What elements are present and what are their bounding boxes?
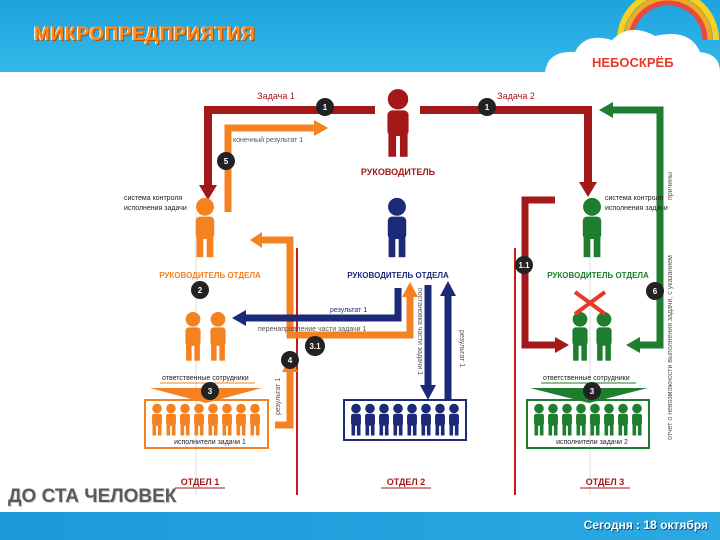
- redirect-label: перенаправление части задачи 1: [258, 326, 366, 333]
- final-result-label: конечный результат 1: [233, 136, 303, 144]
- dept2-head-label: РУКОВОДИТЕЛЬ ОТДЕЛА: [347, 271, 449, 280]
- badge-11: 1.1: [518, 261, 530, 270]
- footer-bar: [0, 512, 720, 540]
- reasons-label: причины: [667, 172, 674, 200]
- dept3-label: ОТДЕЛ 3: [586, 477, 625, 487]
- task1-arrow: [204, 106, 375, 185]
- control-label-1b: исполнения задачи: [124, 205, 187, 212]
- task1-label: Задача 1: [257, 91, 295, 101]
- header-decoration: [545, 0, 720, 72]
- dept1-head-figure: [195, 197, 215, 258]
- dept1-head-label: РУКОВОДИТЕЛЬ ОТДЕЛА: [159, 271, 261, 280]
- dept1-responsible: [185, 311, 226, 361]
- dept1-executors-box: [144, 399, 269, 449]
- final-result-arrow: [224, 124, 315, 212]
- report-arrow: [612, 106, 664, 349]
- dept3-responsible: [572, 311, 612, 361]
- task2-arrow: [420, 106, 592, 182]
- dept1-executors: [152, 403, 260, 436]
- dept2-head-figure: [387, 197, 407, 258]
- report-up-arrow: [275, 372, 294, 429]
- badge-1a: 1: [323, 103, 328, 112]
- badge-3b: 3: [590, 387, 595, 396]
- task2-label: Задача 2: [497, 91, 535, 101]
- dept3-head-figure: [582, 197, 602, 258]
- badge-1b: 1: [485, 103, 490, 112]
- brand-logo: НЕБОСКРЁБ: [592, 55, 674, 70]
- badge-2: 2: [198, 286, 203, 295]
- setting-label: постановка части задачи 1: [416, 288, 423, 375]
- step-badges: 1 1 5 2 3.1 4 3 3 1.1 6: [191, 98, 664, 400]
- badge-31: 3.1: [309, 342, 321, 351]
- head-label: РУКОВОДИТЕЛЬ: [361, 167, 436, 177]
- result1-arrow: [245, 288, 402, 322]
- badge-4: 4: [288, 356, 293, 365]
- result-up-label: результат 1: [458, 330, 465, 367]
- head-figure: [387, 88, 409, 157]
- dept3-executors: [534, 403, 642, 436]
- badge-6: 6: [653, 287, 658, 296]
- report-label: отчет о невозможности выполнения задачи,…: [667, 255, 674, 440]
- dept2-executors-box: [343, 399, 467, 441]
- dept3-executors-box: [526, 399, 650, 449]
- control-label-1a: система контроля: [124, 195, 182, 202]
- badge-5: 5: [224, 157, 229, 166]
- headline-label: ДО СТА ЧЕЛОВЕК: [8, 486, 177, 507]
- dept2-executors: [351, 403, 459, 436]
- executors1-label: исполнители задачи 1: [174, 439, 246, 446]
- responsible-label-3: ответственные сотрудники: [543, 375, 630, 382]
- control-label-3b: исполнения задачи: [605, 205, 668, 212]
- dept1-label: ОТДЕЛ 1: [181, 477, 220, 487]
- page-title: МИКРОПРЕДПРИЯТИЯ: [34, 24, 256, 45]
- control-label-3a: система контроля: [605, 195, 663, 202]
- dept2-label: ОТДЕЛ 2: [387, 477, 426, 487]
- report-up-label: результат 1: [275, 378, 282, 415]
- badge-3a: 3: [208, 387, 213, 396]
- result1-label: результат 1: [330, 307, 367, 314]
- cross-mark: [573, 290, 607, 316]
- date-label: Сегодня : 18 октября: [583, 518, 708, 532]
- executors2-label: исполнители задачи 2: [556, 439, 628, 446]
- responsible-label-1: ответственные сотрудники: [162, 375, 249, 382]
- dept3-head-label: РУКОВОДИТЕЛЬ ОТДЕЛА: [547, 271, 649, 280]
